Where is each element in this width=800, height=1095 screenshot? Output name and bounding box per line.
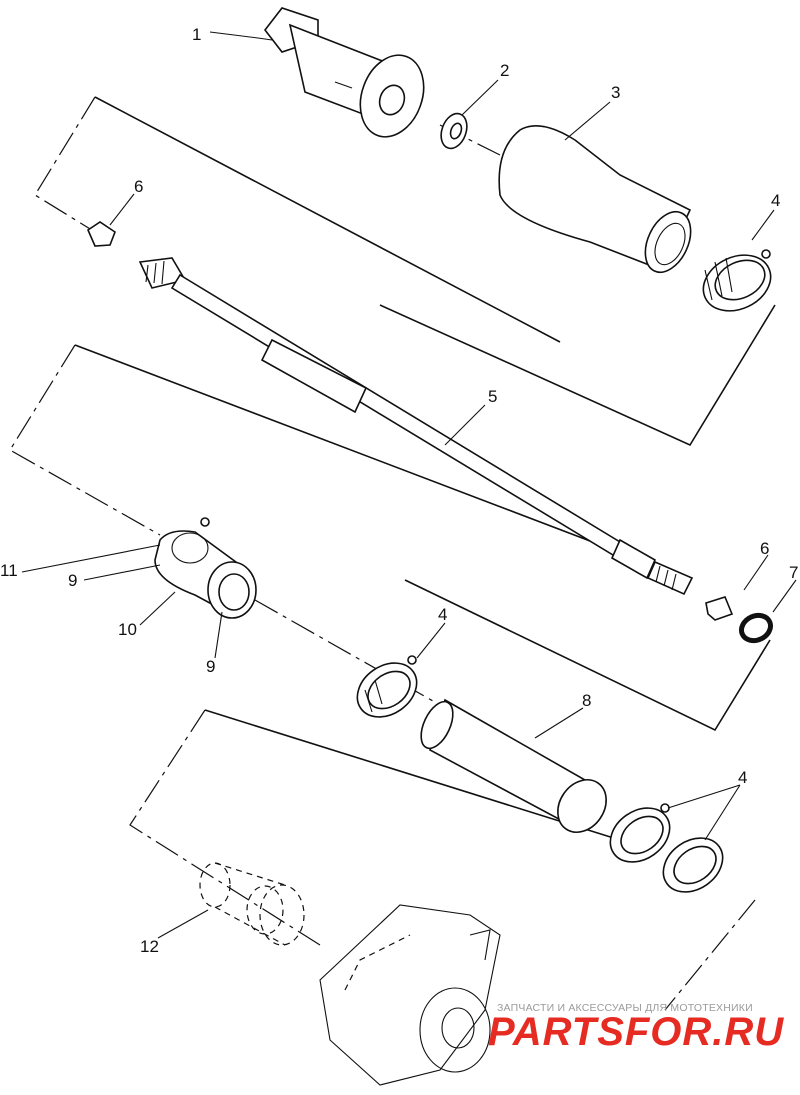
callout-labels: 1 2 3 4 6 5 11 9 10 9 6 7 4 8 4 12 bbox=[0, 25, 798, 956]
part-6-pin-lower bbox=[705, 596, 734, 621]
part-12-drive-assembly bbox=[199, 862, 501, 1086]
part-7-o-ring bbox=[738, 612, 774, 644]
callout-4-lower: 4 bbox=[738, 768, 747, 787]
callout-5: 5 bbox=[488, 387, 497, 406]
callout-3: 3 bbox=[611, 83, 620, 102]
part-6-pin-upper bbox=[86, 221, 116, 247]
callout-2: 2 bbox=[500, 61, 509, 80]
callout-12: 12 bbox=[140, 937, 159, 956]
callout-8: 8 bbox=[582, 691, 591, 710]
part-8-tube bbox=[420, 698, 607, 833]
part-2-washer bbox=[440, 112, 468, 150]
callout-4-upper: 4 bbox=[771, 191, 780, 210]
watermark-logo: PARTSFOR.RU bbox=[488, 1010, 785, 1054]
callout-11: 11 bbox=[0, 561, 18, 580]
part-4-clamp-upper bbox=[702, 249, 772, 312]
callout-1: 1 bbox=[192, 25, 201, 44]
part-3-boot bbox=[498, 124, 692, 274]
callout-9-bottom: 9 bbox=[206, 657, 215, 676]
parts-9-10-11-coupling bbox=[154, 517, 257, 619]
leader-lines bbox=[21, 31, 797, 939]
callout-6-lower: 6 bbox=[760, 539, 769, 558]
callout-10: 10 bbox=[118, 620, 137, 639]
part-4-clamp-middle bbox=[356, 655, 418, 718]
callout-4-middle: 4 bbox=[438, 605, 447, 624]
callout-6-upper: 6 bbox=[134, 177, 143, 196]
assembly-lines bbox=[9, 96, 776, 1011]
callout-9-left: 9 bbox=[68, 571, 77, 590]
watermark-tagline: ЗАПЧАСТИ И АКСЕССУАРЫ ДЛЯ МОТОТЕХНИКИ bbox=[497, 1002, 753, 1014]
part-4-clamps-lower bbox=[609, 803, 724, 893]
part-1-grip-cap bbox=[263, 7, 425, 138]
part-5-shaft bbox=[138, 257, 694, 596]
callout-7: 7 bbox=[789, 563, 798, 582]
